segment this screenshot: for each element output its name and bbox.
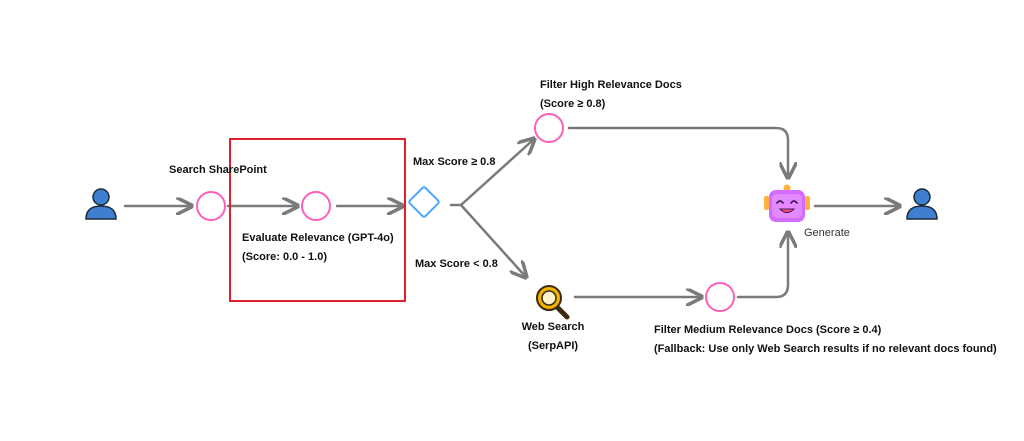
score-range-label: (Score: 0.0 - 1.0) [242,251,327,263]
max-score-high-label: Max Score ≥ 0.8 [413,156,495,168]
score-decision-diamond [408,186,440,218]
evaluate-highlight-box [229,138,406,302]
arrow-to-filter-high [459,140,533,207]
max-score-low-label: Max Score < 0.8 [415,258,498,270]
generate-label: Generate [804,227,850,239]
input-user-icon [85,188,117,220]
filter-medium-node [705,282,735,312]
output-user-icon [906,188,938,220]
evaluate-relevance-node [301,191,331,221]
fallback-note: (Fallback: Use only Web Search results i… [654,343,997,355]
robot-icon [764,184,810,222]
filter-high-subtitle: (Score ≥ 0.8) [540,98,606,110]
filter-high-title: Filter High Relevance Docs [540,79,682,91]
web-search-sublabel: (SerpAPI) [528,340,578,352]
evaluate-relevance-label: Evaluate Relevance (GPT-4o) [242,232,394,244]
arrow-filter-high-to-generate [567,126,788,176]
arrow-filter-medium-to-generate [736,234,788,299]
filter-medium-label: Filter Medium Relevance Docs (Score ≥ 0.… [654,324,882,336]
connectors [123,126,898,299]
magnifier-icon [536,285,570,320]
search-sharepoint-label: Search SharePoint [169,164,267,176]
arrow-to-web-search [459,203,525,276]
web-search-label: Web Search [522,321,585,333]
search-sharepoint-node [196,191,226,221]
filter-high-node [534,113,564,143]
